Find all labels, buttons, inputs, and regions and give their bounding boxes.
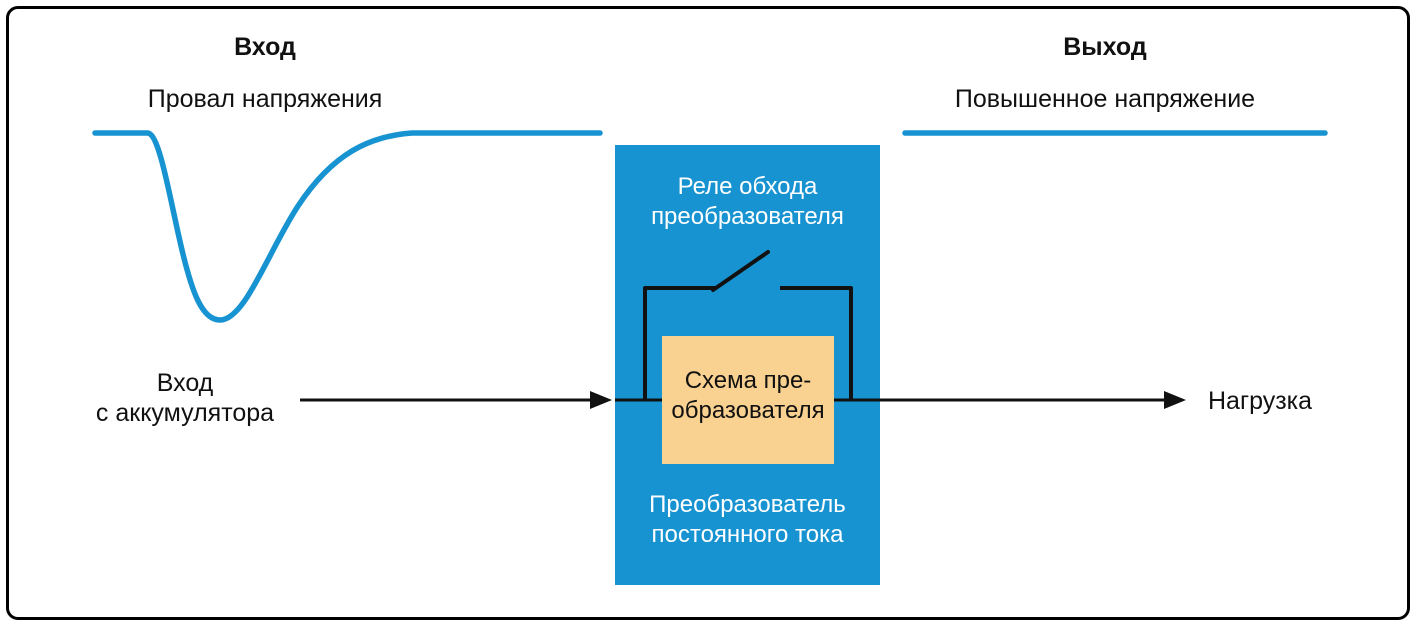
load-label: Нагрузка <box>1208 387 1313 415</box>
bypass-relay-label-line2: преобразователя <box>651 203 844 230</box>
output-subtitle: Повышенное напряжение <box>954 85 1256 113</box>
converter-block-label: Преобразователь постоянного тока <box>615 490 880 550</box>
output-title: Выход <box>1063 33 1147 61</box>
battery-input-label-line1: Вход <box>156 369 214 397</box>
input-subtitle: Провал напряжения <box>147 85 383 113</box>
bypass-relay-label-line1: Реле обхода <box>677 173 818 200</box>
input-title: Вход <box>234 33 296 61</box>
converter-circuit-rect <box>662 336 834 464</box>
converter-circuit-label-line1: Схема пре- <box>684 367 812 394</box>
battery-input-label: Вход с аккумулятора <box>60 368 310 428</box>
input-voltage-dip-waveform <box>92 130 603 323</box>
bypass-path-right <box>780 286 853 400</box>
switch-blade-open <box>711 250 770 292</box>
bypass-path-left <box>643 286 716 400</box>
converter-circuit-label: Схема пре- образователя <box>662 366 834 426</box>
bypass-relay-label: Реле обхода преобразователя <box>615 172 880 232</box>
converter-circuit-label-line2: образователя <box>671 397 825 424</box>
arrowhead-to-load <box>1164 391 1186 409</box>
converter-block-label-line2: постоянного тока <box>651 521 844 548</box>
arrowhead-into-block <box>590 391 612 409</box>
converter-block-label-line1: Преобразователь <box>649 491 846 518</box>
battery-input-label-line2: с аккумулятора <box>95 399 275 427</box>
